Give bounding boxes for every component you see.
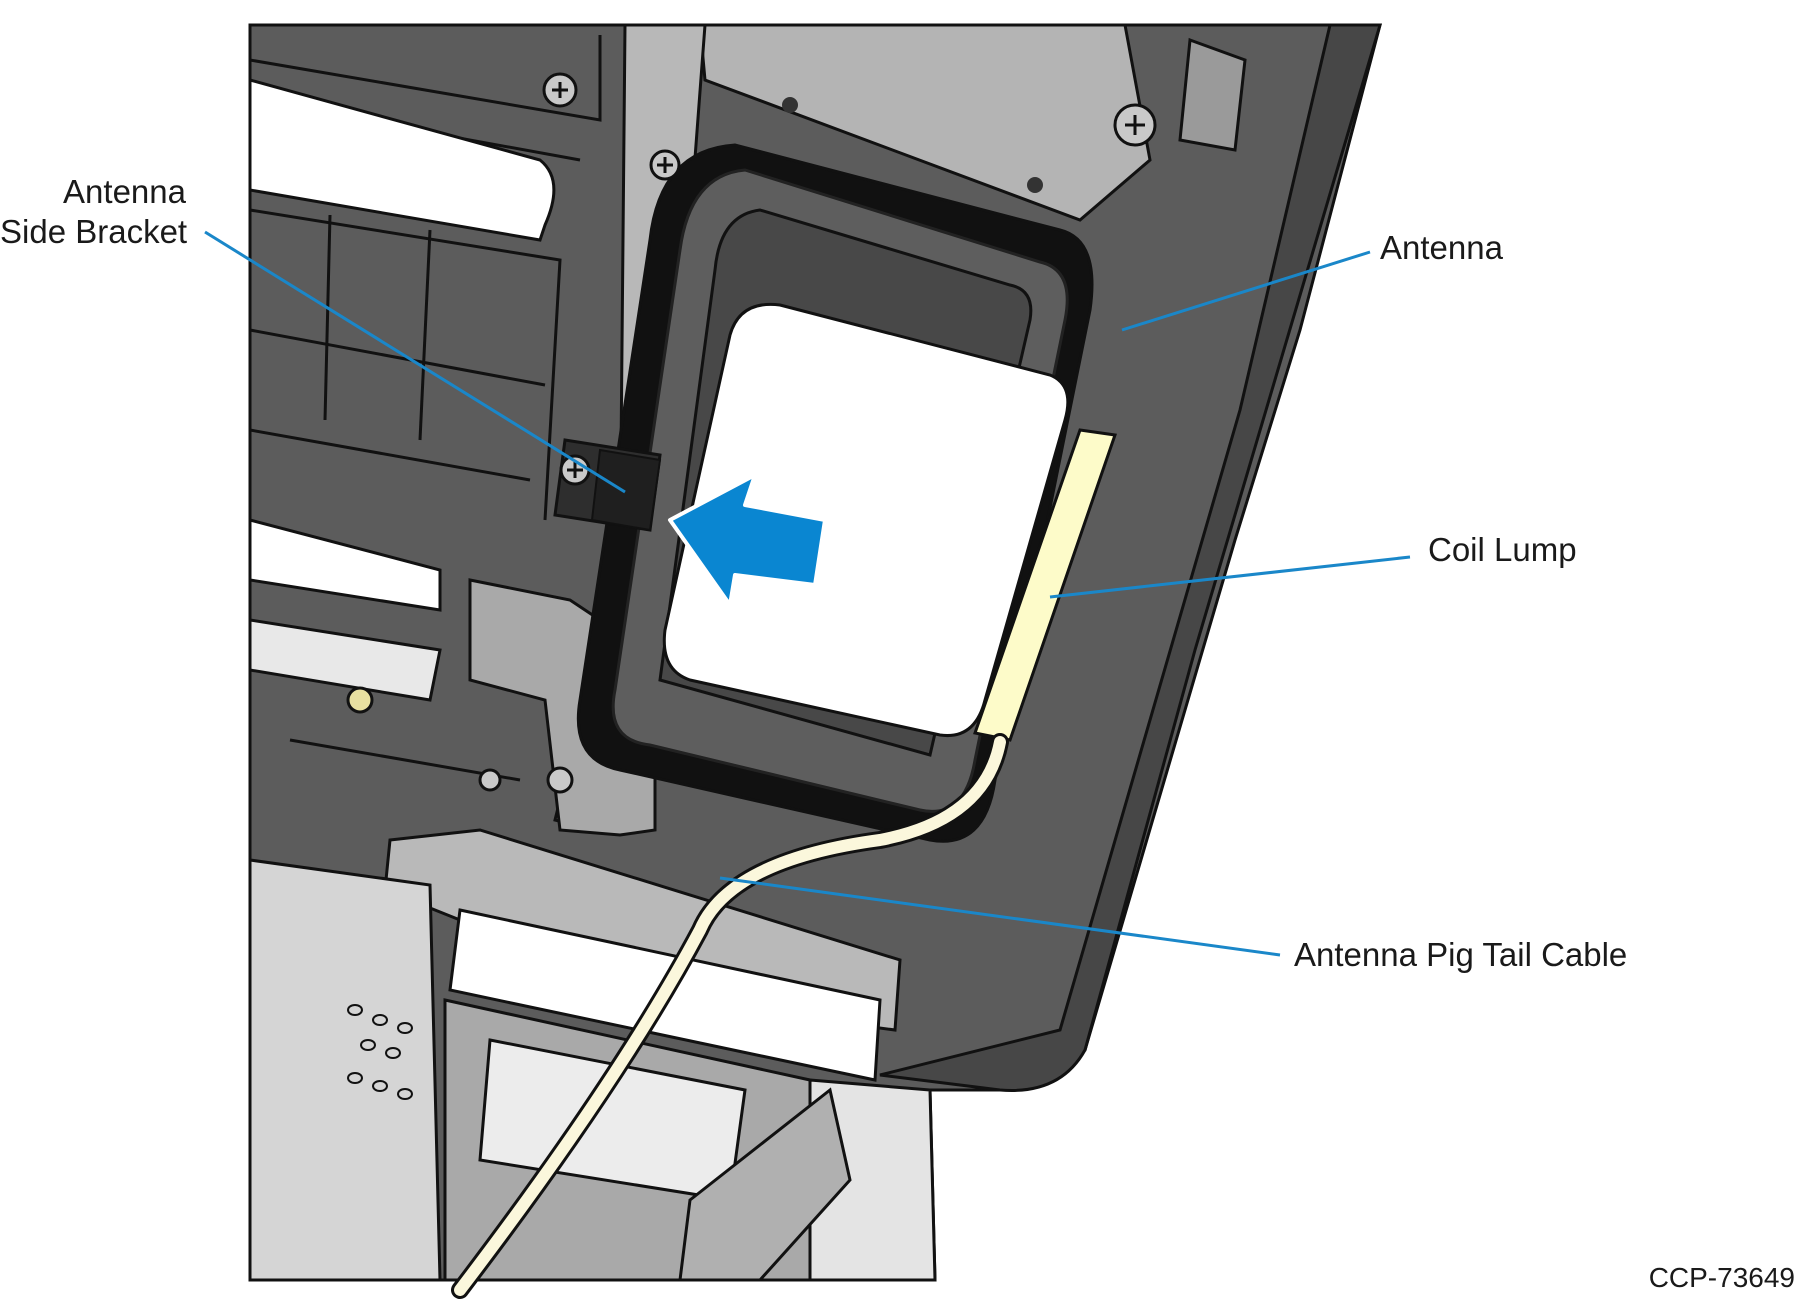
top-mounting-plate	[698, 23, 1247, 222]
label-side-bracket-line1: Antenna	[63, 173, 186, 210]
leader-coil-lump	[1049, 555, 1411, 599]
label-antenna: Antenna	[1380, 229, 1503, 266]
leader-antenna	[1121, 250, 1371, 332]
label-coil-lump: Coil Lump	[1428, 531, 1577, 568]
label-pig-tail-cable: Antenna Pig Tail Cable	[1294, 936, 1628, 973]
antenna-side-bracket	[553, 438, 662, 532]
antenna-opening	[662, 302, 1070, 738]
leader-lines	[204, 230, 1411, 957]
arrow-left-icon	[668, 473, 827, 607]
leader-side-bracket	[204, 230, 626, 494]
coil-lump	[973, 428, 1118, 742]
label-side-bracket: Antenna Side Bracket	[0, 172, 188, 252]
figure-id: CCP-73649	[1648, 1262, 1795, 1293]
leader-pig-tail	[719, 876, 1281, 957]
label-side-bracket-line2: Side Bracket	[0, 213, 188, 250]
